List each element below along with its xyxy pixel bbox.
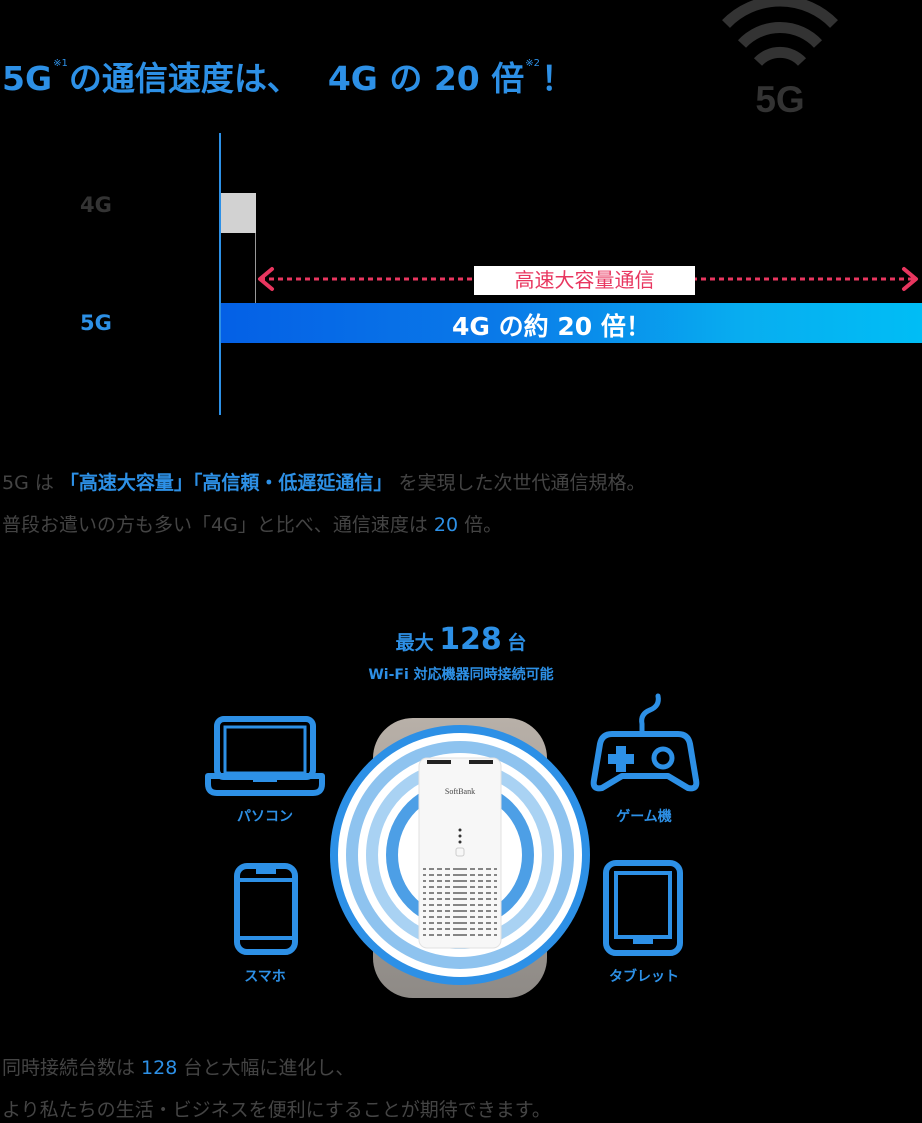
text: 台と大幅に進化し、 xyxy=(177,1057,355,1079)
text: を実現した次世代通信規格。 xyxy=(392,472,646,494)
device-label-laptop: パソコン xyxy=(237,809,293,825)
row-label-5g: 5G xyxy=(80,311,112,335)
device-tablet xyxy=(603,860,683,960)
max-connections-subtitle: Wi-Fi 対応機器同時接続可能 xyxy=(368,667,554,683)
text: 倍。 xyxy=(458,514,503,536)
device-smartphone xyxy=(234,863,298,959)
headline: 5G※1の通信速度は、 4G の 20 倍※2！ xyxy=(2,52,574,100)
arrow-label: 高速大容量通信 xyxy=(474,266,695,295)
highlight-128: 128 xyxy=(141,1057,178,1079)
bar-4g xyxy=(221,193,256,233)
text: 5G は xyxy=(2,472,60,494)
text: 最大 xyxy=(395,632,434,654)
wifi-signal-icon: 5G xyxy=(722,0,838,120)
device-label-tablet: タブレット xyxy=(609,969,679,985)
headline-4g-20x: 4G の 20 倍 xyxy=(327,59,525,98)
tablet-icon xyxy=(603,860,683,956)
summary-line-1: 同時接続台数は 128 台と大幅に進化し、 xyxy=(2,1053,354,1080)
text: 同時接続台数は xyxy=(2,1057,142,1079)
footnote-mark-1: ※1 xyxy=(53,58,68,69)
game-controller-icon xyxy=(590,693,700,792)
highlight-20: 20 xyxy=(433,514,459,536)
highlight-features: 「高速大容量」「高信頼・低遅延通信」 xyxy=(59,472,393,494)
text: 台 xyxy=(507,632,527,654)
svg-text:5G: 5G xyxy=(755,79,804,115)
chart-axis xyxy=(219,133,221,415)
row-label-4g: 4G xyxy=(80,193,112,217)
max-count: 128 xyxy=(439,622,502,657)
bar-5g-label: 4G の約 20 倍！ xyxy=(452,312,651,341)
device-laptop xyxy=(205,716,325,800)
laptop-icon xyxy=(205,716,325,796)
svg-text:SoftBank: SoftBank xyxy=(445,787,475,796)
description-line-2: 普段お遣いの方も多い「4G」と比べ、通信速度は 20 倍。 xyxy=(2,510,502,537)
headline-text: の通信速度は、 xyxy=(68,59,300,98)
bar-5g xyxy=(221,303,922,343)
router-illustration: SoftBank xyxy=(323,718,597,998)
device-label-game: ゲーム機 xyxy=(616,809,672,825)
device-label-smartphone: スマホ xyxy=(244,969,286,985)
text: 普段お遣いの方も多い「4G」と比べ、通信速度は xyxy=(2,514,434,536)
headline-exclaim: ！ xyxy=(541,59,574,98)
max-connections-title: 最大 128 台 xyxy=(0,622,922,657)
headline-5g: 5G xyxy=(2,59,53,98)
description-line-1: 5G は 「高速大容量」「高信頼・低遅延通信」 を実現した次世代通信規格。 xyxy=(2,468,645,495)
smartphone-icon xyxy=(234,863,298,955)
guide-line xyxy=(255,233,256,303)
5g-badge: 5G xyxy=(718,0,842,120)
footnote-mark-2: ※2 xyxy=(525,58,540,69)
summary-line-2: より私たちの生活・ビジネスを便利にすることが期待できます。 xyxy=(2,1099,551,1121)
device-game xyxy=(590,692,700,800)
router-signal-rings: SoftBank xyxy=(330,718,590,998)
